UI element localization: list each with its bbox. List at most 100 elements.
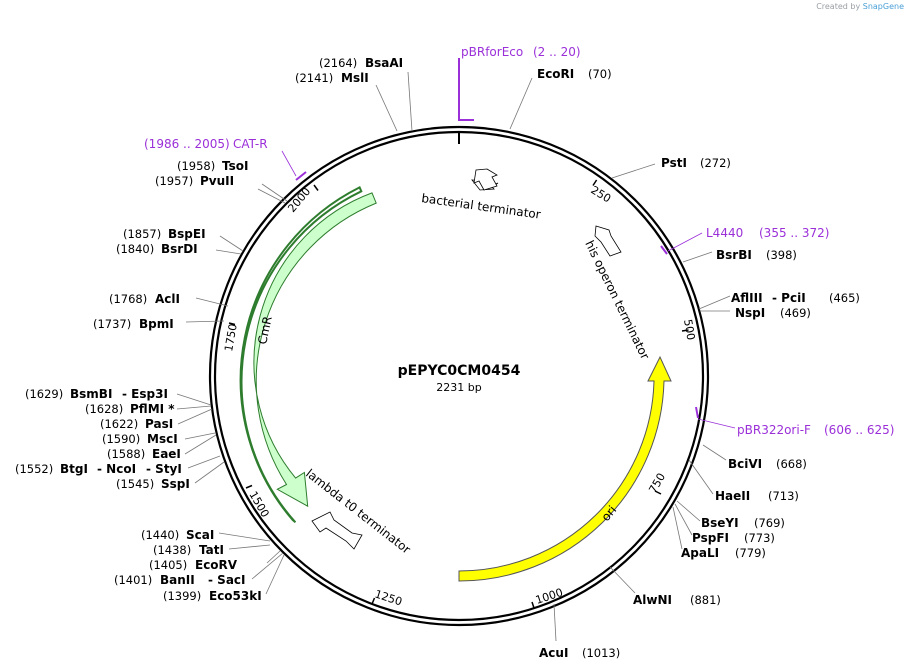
site-bcivi-name[interactable]: BciVI xyxy=(728,457,762,471)
site-tsoi-pos: (1958) xyxy=(177,159,215,173)
site-psti-pos: (272) xyxy=(700,156,731,170)
lambda-t0-terminator-arrow xyxy=(311,511,363,550)
site-msci-pos: (1590) xyxy=(102,432,140,446)
his-operon-terminator-label: his operon terminator xyxy=(582,238,652,362)
site-bspei-pos: (1857) xyxy=(123,227,161,241)
tick-label-500: 500 xyxy=(681,318,697,341)
site-tati-pos: (1438) xyxy=(153,543,191,557)
site-bsmbi-pos: (1629) xyxy=(25,387,63,401)
site-pcii-name[interactable]: - PciI xyxy=(772,291,806,305)
site-esp3i-name[interactable]: - Esp3I xyxy=(122,387,168,401)
primer-cat-r-name[interactable]: CAT-R xyxy=(233,137,268,151)
tick-label-1500: 1500 xyxy=(246,489,271,520)
primer-l4440-range: (355 .. 372) xyxy=(759,226,829,240)
lambda-t0-terminator-label: lambda t0 terminator xyxy=(303,466,413,556)
primer-leaders xyxy=(281,150,736,429)
site-scai-name[interactable]: ScaI xyxy=(186,528,214,542)
cmr-outline-band xyxy=(239,186,363,524)
site-eco53ki-pos: (1399) xyxy=(163,589,201,603)
site-apali-name[interactable]: ApaLI xyxy=(681,546,719,560)
site-msli-name[interactable]: MslI xyxy=(341,71,369,85)
bacterial-terminator-shape xyxy=(473,168,498,191)
site-bsaai-name[interactable]: BsaAI xyxy=(365,56,403,70)
site-tati-name[interactable]: TatI xyxy=(199,543,224,557)
site-pvuii-name[interactable]: PvuII xyxy=(200,174,234,188)
site-bseyi-name[interactable]: BseYI xyxy=(701,516,739,530)
site-btgi-name[interactable]: BtgI xyxy=(60,462,88,476)
tick-label-750: 750 xyxy=(646,471,668,496)
site-bpmi-name[interactable]: BpmI xyxy=(139,317,174,331)
tick-label-1750: 1750 xyxy=(222,323,240,353)
site-acli-pos: (1768) xyxy=(109,292,147,306)
his-operon-terminator-arrow xyxy=(594,225,622,257)
site-sspi-pos: (1545) xyxy=(116,477,154,491)
cmr-feature-arrow xyxy=(253,192,377,508)
site-eaei-pos: (1588) xyxy=(107,447,145,461)
site-ncoi-name[interactable]: - NcoI xyxy=(97,462,136,476)
site-banii-name[interactable]: BanII xyxy=(160,573,195,587)
primer-pbr322ori-f-range: (606 .. 625) xyxy=(824,423,894,437)
primer-mark-pbrforeco xyxy=(458,58,474,121)
site-pspfi-name[interactable]: PspFI xyxy=(692,531,729,545)
site-bsmbi-name[interactable]: BsmBI xyxy=(70,387,112,401)
site-saci-name[interactable]: - SacI xyxy=(208,573,246,587)
site-acui-pos: (1013) xyxy=(582,646,620,660)
site-eaei-name[interactable]: EaeI xyxy=(152,447,181,461)
site-msli-pos: (2141) xyxy=(295,71,333,85)
site-styi-name[interactable]: - StyI xyxy=(146,462,182,476)
site-scai-pos: (1440) xyxy=(141,528,179,542)
site-tsoi-name[interactable]: TsoI xyxy=(222,159,248,173)
site-afliii-name[interactable]: AflIII xyxy=(731,291,763,305)
primer-marks xyxy=(295,58,699,419)
site-banii-pos: (1401) xyxy=(114,573,152,587)
coordinate-ticks xyxy=(228,179,689,609)
site-psti-name[interactable]: PstI xyxy=(661,156,687,170)
site-btgi-pos: (1552) xyxy=(15,462,53,476)
primer-cat-r-range: (1986 .. 2005) xyxy=(144,137,230,151)
site-bspei-name[interactable]: BspEI xyxy=(168,227,206,241)
snapgene-credit: Created by SnapGene xyxy=(816,2,904,11)
site-bsrdi-name[interactable]: BsrDI xyxy=(161,242,198,256)
cmr-label: CmR xyxy=(255,315,275,346)
site-pasi-name[interactable]: PasI xyxy=(145,417,173,431)
site-bpmi-pos: (1737) xyxy=(93,317,131,331)
primer-mark-cat-r xyxy=(295,171,307,181)
site-alwni-pos: (881) xyxy=(690,593,721,607)
site-pflmi-name[interactable]: PflMI * xyxy=(130,402,175,416)
site-msci-name[interactable]: MscI xyxy=(147,432,178,446)
site-sspi-name[interactable]: SspI xyxy=(161,477,190,491)
snapgene-logo-text: SnapGene xyxy=(862,2,904,11)
site-eco53ki-name[interactable]: Eco53kI xyxy=(209,589,262,603)
tick-label-250: 250 xyxy=(588,183,613,205)
site-haeii-name[interactable]: HaeII xyxy=(715,489,750,503)
plasmid-size: 2231 bp xyxy=(436,381,481,394)
bacterial-terminator-label: bacterial terminator xyxy=(421,191,542,222)
site-bcivi-pos: (668) xyxy=(776,457,807,471)
site-nspi-name[interactable]: NspI xyxy=(735,306,765,320)
site-bsrdi-pos: (1840) xyxy=(116,242,154,256)
site-ecorv-pos: (1405) xyxy=(149,558,187,572)
primer-pbrforeco-range: (2 .. 20) xyxy=(533,45,581,59)
primer-l4440-name[interactable]: L4440 xyxy=(706,226,743,240)
site-pflmi-pos: (1628) xyxy=(85,402,123,416)
site-acui-name[interactable]: AcuI xyxy=(539,646,568,660)
primer-pbr322ori-f-name[interactable]: pBR322ori-F xyxy=(737,423,811,437)
ori-feature-arrow xyxy=(458,355,672,582)
site-acli-name[interactable]: AclI xyxy=(155,292,180,306)
site-alwni-name[interactable]: AlwNI xyxy=(633,593,672,607)
site-pvuii-pos: (1957) xyxy=(155,174,193,188)
site-bsrbi-name[interactable]: BsrBI xyxy=(716,248,752,262)
primer-pbrforeco-name[interactable]: pBRforEco xyxy=(461,45,523,59)
site-haeii-pos: (713) xyxy=(768,489,799,503)
credit-text: Created by xyxy=(816,2,861,11)
site-afliii-pos: (465) xyxy=(829,291,860,305)
site-pspfi-pos: (773) xyxy=(744,531,775,545)
site-ecorv-name[interactable]: EcoRV xyxy=(195,558,238,572)
site-apali-pos: (779) xyxy=(735,546,766,560)
site-bsrbi-pos: (398) xyxy=(766,248,797,262)
site-pasi-pos: (1622) xyxy=(100,417,138,431)
site-ecori-name[interactable]: EcoRI xyxy=(537,67,574,81)
site-bseyi-pos: (769) xyxy=(754,516,785,530)
site-nspi-pos: (469) xyxy=(780,306,811,320)
